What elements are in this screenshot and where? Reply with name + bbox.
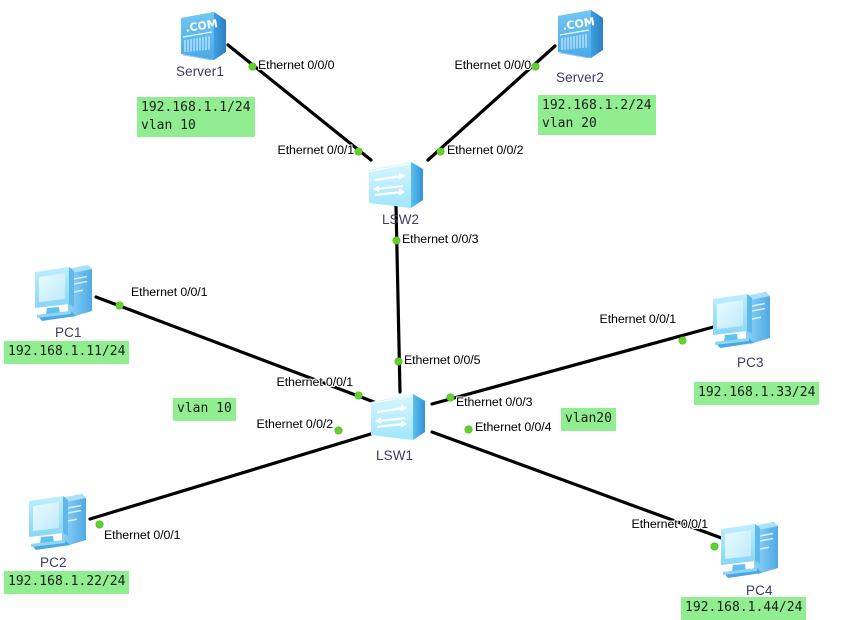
- link-endpoint-dot-lsw2-e003[interactable]: [392, 236, 400, 244]
- device-label-pc2: PC2: [40, 555, 67, 570]
- svg-text:.COM: .COM: [561, 15, 595, 33]
- interface-label-if-pc4: Ethernet 0/0/1: [631, 517, 709, 531]
- link-endpoint-dot-pc2[interactable]: [95, 520, 103, 528]
- interface-label-if-server1: Ethernet 0/0/0: [258, 58, 335, 72]
- switch-icon[interactable]: [367, 392, 429, 444]
- device-pc3[interactable]: [709, 290, 779, 352]
- annotation-tag-server1: 192.168.1.1/24 vlan 10: [137, 97, 255, 137]
- device-pc4[interactable]: [717, 520, 787, 582]
- device-label-server2: Server2: [556, 70, 604, 85]
- server-icon[interactable]: .COM: [172, 8, 230, 64]
- device-pc2[interactable]: [25, 492, 95, 554]
- switch-icon[interactable]: [365, 160, 427, 212]
- link-line-pc2-lsw1[interactable]: [88, 431, 376, 521]
- link-endpoint-dot-server2[interactable]: [531, 62, 539, 70]
- annotation-tag-pc4: 192.168.1.44/24: [681, 597, 807, 620]
- device-pc1[interactable]: [31, 263, 101, 325]
- link-endpoint-dot-pc4[interactable]: [710, 542, 718, 550]
- interface-label-if-pc1: Ethernet 0/0/1: [131, 285, 208, 299]
- interface-label-if-lsw1-e003: Ethernet 0/0/3: [456, 395, 533, 409]
- link-endpoint-dot-server1[interactable]: [248, 62, 256, 70]
- device-label-pc3: PC3: [737, 355, 764, 370]
- interface-label-if-server2: Ethernet 0/0/0: [454, 58, 532, 72]
- link-endpoint-dot-lsw1-e004[interactable]: [464, 425, 472, 433]
- annotation-tag-pc1: 192.168.1.11/24: [4, 341, 130, 364]
- interface-label-if-lsw1-e001: Ethernet 0/0/1: [276, 375, 354, 389]
- interface-label-if-lsw1-e005: Ethernet 0/0/5: [404, 353, 481, 367]
- link-endpoint-dot-pc1[interactable]: [115, 301, 123, 309]
- link-endpoint-dot-lsw1-e001[interactable]: [354, 391, 362, 399]
- link-endpoint-dot-lsw1-e003[interactable]: [446, 393, 454, 401]
- interface-label-if-pc3: Ethernet 0/0/1: [599, 312, 677, 326]
- device-label-pc1: PC1: [55, 325, 82, 340]
- pc-icon[interactable]: [709, 290, 779, 352]
- server-icon[interactable]: .COM: [549, 6, 607, 62]
- interface-label-if-pc2: Ethernet 0/0/1: [104, 528, 181, 542]
- device-label-pc4: PC4: [746, 583, 773, 598]
- link-endpoint-dot-lsw2-e002[interactable]: [436, 147, 444, 155]
- annotation-tag-pc2: 192.168.1.22/24: [4, 571, 130, 594]
- link-endpoint-dot-lsw2-e001[interactable]: [354, 147, 362, 155]
- svg-text:.COM: .COM: [184, 17, 218, 35]
- annotation-tag-vlan20: vlan20: [561, 408, 616, 431]
- link-endpoint-dot-lsw1-e002[interactable]: [334, 426, 342, 434]
- pc-icon[interactable]: [25, 492, 95, 554]
- link-line-pc3-lsw1[interactable]: [430, 324, 719, 406]
- pc-icon[interactable]: [31, 263, 101, 325]
- annotation-tag-pc3: 192.168.1.33/24: [694, 382, 820, 405]
- device-label-lsw2: LSW2: [382, 212, 420, 227]
- device-server2[interactable]: .COM: [549, 6, 607, 62]
- annotation-tag-server2: 192.168.1.2/24 vlan 20: [538, 95, 656, 135]
- interface-label-if-lsw2-e002: Ethernet 0/0/2: [447, 143, 524, 157]
- link-line-pc4-lsw1[interactable]: [430, 430, 729, 542]
- interface-label-if-lsw1-e002: Ethernet 0/0/2: [256, 417, 334, 431]
- device-lsw1[interactable]: [367, 392, 429, 444]
- annotation-tag-vlan10: vlan 10: [173, 398, 236, 421]
- interface-label-if-lsw2-e003: Ethernet 0/0/3: [402, 232, 479, 246]
- pc-icon[interactable]: [717, 520, 787, 582]
- device-server1[interactable]: .COM: [172, 8, 230, 64]
- device-label-lsw1: LSW1: [376, 448, 414, 463]
- interface-label-if-lsw1-e004: Ethernet 0/0/4: [475, 420, 552, 434]
- interface-label-if-lsw2-e001: Ethernet 0/0/1: [277, 143, 355, 157]
- link-endpoint-dot-pc3[interactable]: [678, 336, 686, 344]
- link-endpoint-dot-lsw1-e005[interactable]: [394, 357, 402, 365]
- link-line-pc1-lsw1[interactable]: [94, 295, 376, 404]
- device-lsw2[interactable]: [365, 160, 427, 212]
- device-label-server1: Server1: [176, 64, 224, 79]
